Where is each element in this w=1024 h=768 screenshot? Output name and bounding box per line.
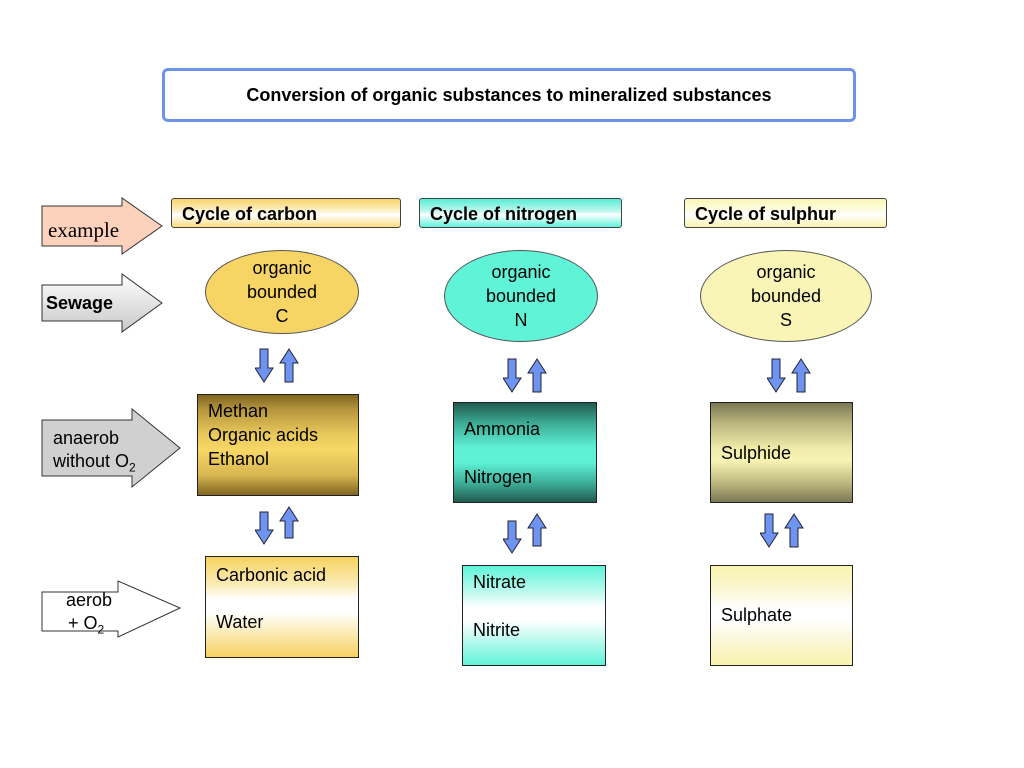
row-label-anaerob: anaerob without O2 — [41, 408, 183, 490]
updown-arrows-nitrogen-2 — [503, 513, 547, 554]
arrow-up-icon — [527, 513, 547, 547]
product-item: Carbonic acid — [216, 565, 327, 585]
row-label-anaerob-line2: without O2 — [53, 451, 136, 475]
arrow-down-icon — [255, 511, 274, 545]
organic-line: organic — [491, 262, 551, 282]
anaerob-products-sulphur: Sulphide — [710, 402, 853, 503]
block-arrow-icon — [41, 273, 163, 333]
arrow-down-icon — [503, 520, 522, 554]
product-item: Organic acids — [208, 425, 319, 445]
row-label-aerob-line2: + O2 — [68, 613, 105, 637]
product-item: Methan — [208, 401, 269, 421]
product-item: Sulphide — [721, 443, 792, 463]
arrow-down-icon — [503, 358, 522, 393]
product-item: Nitrogen — [464, 467, 533, 487]
row-label-aerob-line1: aerob — [66, 590, 113, 610]
block-arrow-icon — [41, 408, 181, 489]
arrow-down-icon — [767, 358, 786, 393]
arrow-up-icon — [279, 348, 299, 383]
arrow-down-icon — [760, 513, 779, 548]
arrow-up-icon — [527, 358, 547, 393]
aerob-products-nitrogen: Nitrate Nitrite — [462, 565, 606, 666]
product-item: Nitrite — [473, 620, 521, 640]
cycle-header-nitrogen: Cycle of nitrogen — [419, 198, 622, 228]
arrow-up-icon — [279, 506, 299, 539]
aerob-products-carbon: Carbonic acid Water — [205, 556, 359, 658]
diagram-title-text: Conversion of organic substances to mine… — [246, 84, 772, 105]
updown-arrows-sulphur-1 — [767, 358, 811, 393]
organic-line: organic — [756, 262, 816, 282]
row-label-aerob: aerob + O2 — [41, 580, 183, 642]
updown-arrows-nitrogen-1 — [503, 358, 547, 393]
organic-line: organic — [252, 258, 312, 278]
arrow-up-icon — [784, 513, 804, 548]
organic-line: S — [779, 310, 792, 330]
row-label-example-text: example — [48, 218, 120, 242]
block-arrow-icon — [41, 580, 182, 638]
updown-arrows-carbon-1 — [255, 348, 299, 383]
arrow-down-icon — [255, 348, 274, 383]
organic-line: C — [275, 306, 289, 326]
organic-line: bounded — [750, 286, 822, 306]
product-item: Ammonia — [464, 419, 541, 439]
organic-bounded-sulphur: organic bounded S — [700, 250, 872, 342]
row-label-anaerob-line1: anaerob — [53, 428, 120, 448]
row-label-sewage: Sewage — [41, 273, 165, 335]
aerob-products-sulphur: Sulphate — [710, 565, 853, 666]
product-item: Sulphate — [721, 605, 793, 625]
updown-arrows-carbon-2 — [255, 506, 299, 545]
product-item: Nitrate — [473, 572, 527, 592]
organic-line: bounded — [485, 286, 557, 306]
cycle-header-sulphur: Cycle of sulphur — [684, 198, 887, 228]
arrow-up-icon — [791, 358, 811, 393]
anaerob-products-nitrogen: Ammonia Nitrogen — [453, 402, 597, 503]
diagram-title: Conversion of organic substances to mine… — [162, 68, 856, 122]
block-arrow-icon — [41, 197, 163, 255]
updown-arrows-sulphur-2 — [760, 513, 804, 548]
anaerob-products-carbon: Methan Organic acids Ethanol — [197, 394, 359, 496]
row-label-sewage-text: Sewage — [46, 293, 114, 313]
row-label-example: example — [41, 197, 165, 257]
cycle-header-carbon: Cycle of carbon — [171, 198, 401, 228]
organic-bounded-carbon: organic bounded C — [205, 250, 359, 334]
organic-line: bounded — [246, 282, 318, 302]
organic-line: N — [514, 310, 528, 330]
organic-bounded-nitrogen: organic bounded N — [444, 250, 598, 342]
product-item: Ethanol — [208, 449, 270, 469]
product-item: Water — [216, 612, 264, 632]
